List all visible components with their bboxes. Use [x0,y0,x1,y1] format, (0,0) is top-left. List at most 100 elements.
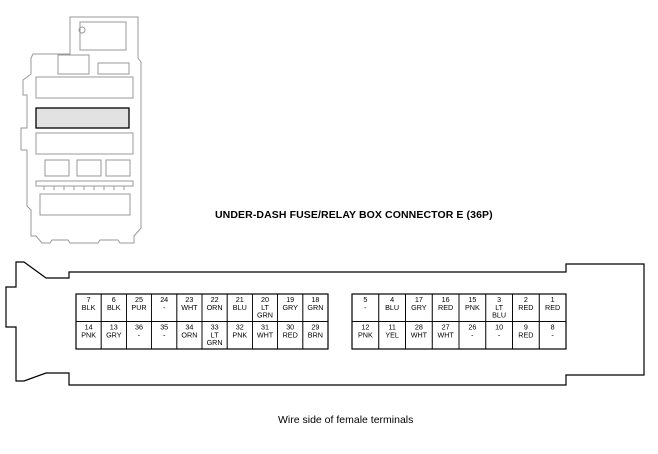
terminal-pin-number: 9 [524,323,528,332]
terminal-wire-color: WHT [257,331,274,340]
terminal-pin-number: 23 [185,295,193,304]
terminal-wire-color: ORN [207,303,223,312]
terminal-pin-number: 15 [468,295,476,304]
terminal-wire-color: PNK [358,331,373,340]
terminal-wire-color: PNK [465,303,480,312]
terminal-pin-number: 24 [160,295,168,304]
terminal-cell-24: 24- [151,293,178,322]
terminal-wire-color: WHT [181,303,198,312]
terminal-pin-number: 27 [442,323,450,332]
terminal-cell-box [302,321,329,350]
terminal-pin-number: 29 [311,323,319,332]
terminal-pin-number: 16 [442,295,450,304]
terminal-wire-color: RED [438,303,453,312]
terminal-pin-number: 17 [415,295,423,304]
terminal-wire-color: BLU [492,311,506,320]
terminal-pin-number: 34 [185,323,193,332]
terminal-pin-number: 1 [551,295,555,304]
terminal-pin-number: 8 [551,323,555,332]
terminal-pin-number: 25 [135,295,143,304]
terminal-pin-number: 3 [497,295,501,304]
terminal-wire-color: RED [545,303,560,312]
terminal-wire-color: BLU [385,303,399,312]
terminal-wire-color: - [471,331,474,340]
terminal-pin-number: 13 [110,323,118,332]
terminal-wire-color: LT [261,303,269,312]
terminal-wire-color: - [498,331,501,340]
terminal-pin-number: 31 [261,323,269,332]
terminal-wire-color: WHT [411,331,428,340]
terminal-pin-number: 18 [311,295,319,304]
terminal-wire-color: - [163,303,166,312]
fuse-box-locator-illustration [20,16,142,244]
terminal-wire-color: BLK [82,303,96,312]
terminal-pin-number: 33 [211,323,219,332]
terminal-pin-number: 32 [236,323,244,332]
terminal-wire-color: GRN [207,338,223,347]
terminal-cell-box [538,321,567,350]
terminal-wire-color: GRN [307,303,323,312]
terminal-cell-35: 35- [151,321,178,350]
connector-housing-outline [5,261,645,386]
connector-e-location-highlight [35,107,130,129]
terminal-wire-color: RED [518,303,533,312]
wire-side-caption: Wire side of female terminals [278,414,414,426]
terminal-wire-color: RED [283,331,298,340]
terminal-cell-10: 10- [485,321,513,350]
terminal-pin-number: 20 [261,295,269,304]
terminal-wire-color: GRY [282,303,298,312]
terminal-cell-8: 8- [538,321,567,350]
terminal-pin-number: 36 [135,323,143,332]
terminal-pin-number: 14 [85,323,93,332]
terminal-pin-number: 11 [388,323,395,332]
terminal-wire-color: - [364,303,367,312]
terminal-cell-36: 36- [126,321,153,350]
terminal-wire-color: LT [211,331,219,340]
terminal-wire-color: PUR [131,303,146,312]
terminal-pin-number: 6 [112,295,116,304]
terminal-pin-number: 30 [286,323,294,332]
terminal-pin-number: 7 [87,295,91,304]
terminal-wire-color: - [138,331,141,340]
terminal-pin-number: 12 [361,323,369,332]
terminal-wire-color: BLU [233,303,247,312]
terminal-cell-26: 26- [458,321,487,350]
terminal-pin-number: 2 [524,295,528,304]
terminal-wire-color: WHT [437,331,454,340]
terminal-wire-color: - [163,331,166,340]
terminal-pin-number: 35 [160,323,168,332]
terminal-wire-color: PNK [232,331,247,340]
terminal-pin-number: 26 [468,323,476,332]
terminal-pin-number: 10 [495,323,503,332]
terminal-wire-color: BLK [107,303,121,312]
terminal-wire-color: GRN [257,311,273,320]
terminal-pin-number: 22 [211,295,219,304]
terminal-wire-color: - [551,331,554,340]
terminal-pin-number: 5 [363,295,367,304]
